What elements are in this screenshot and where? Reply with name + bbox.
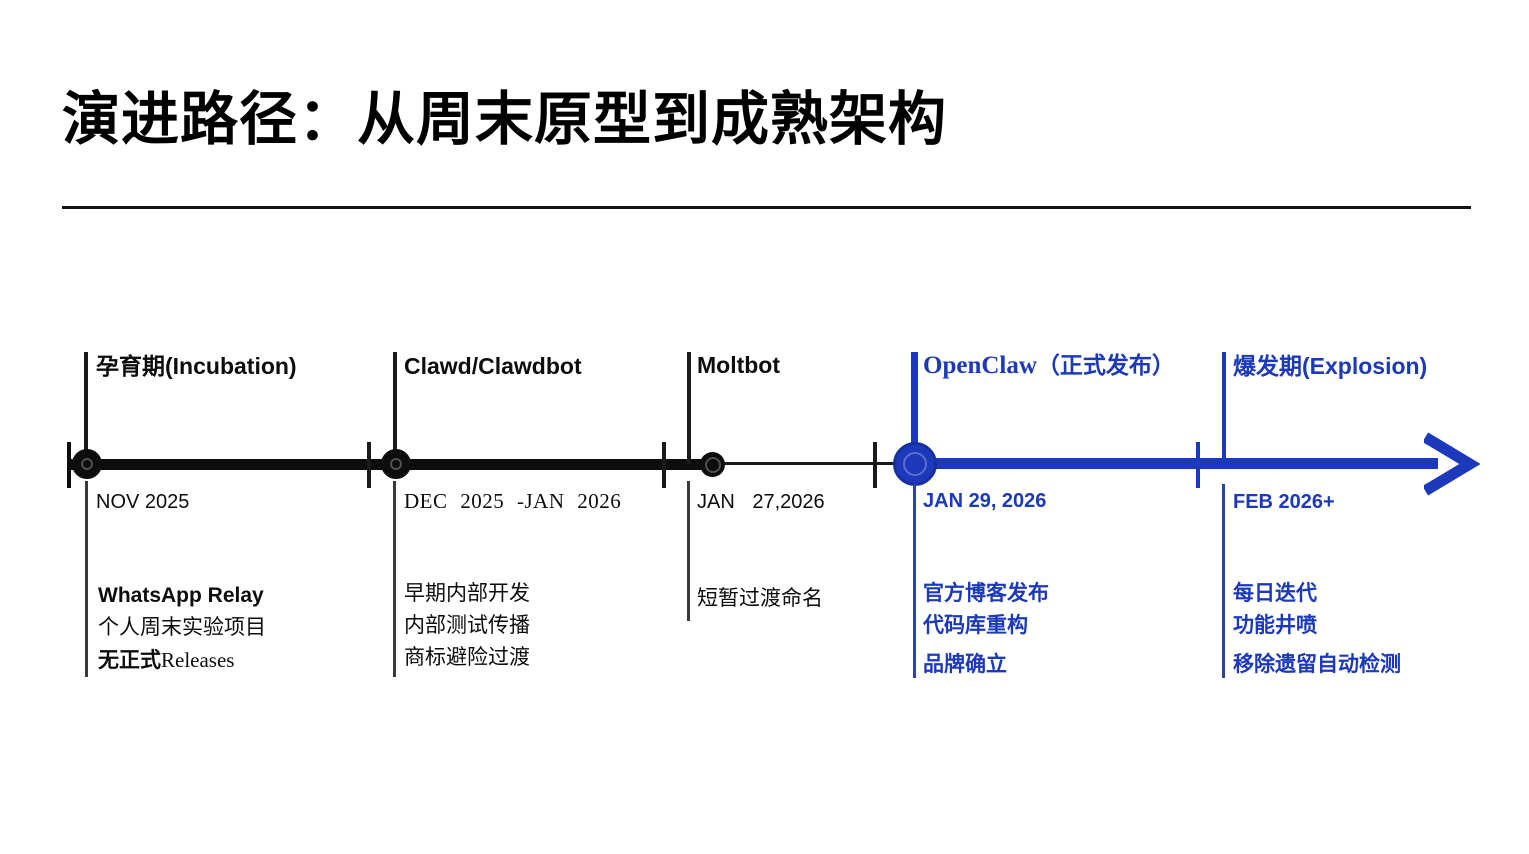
desc-line: 无正式Releases [98, 644, 266, 677]
phase-date-clawd: DEC 2025 -JAN 2026 [404, 489, 622, 513]
phase-date-incubation: NOV 2025 [96, 491, 190, 513]
phase-desc-clawd: 早期内部开发 内部测试传播 商标避险过渡 [404, 578, 530, 674]
desc-line: 商标避险过渡 [404, 646, 530, 669]
axis-tick-4 [1196, 442, 1200, 488]
node-inner-ring [704, 456, 721, 473]
node-marker-clawd[interactable] [381, 449, 411, 479]
connector-up-clawd [393, 352, 397, 462]
desc-line: 代码库重构 [923, 614, 1028, 637]
phase-desc-openclaw: 官方博客发布 代码库重构 品牌确立 [923, 578, 1049, 681]
desc-line: 功能井喷 [1233, 614, 1317, 637]
node-inner-ring [80, 457, 94, 471]
node-marker-openclaw[interactable] [893, 442, 937, 486]
axis-segment-black-thin [712, 462, 900, 465]
axis-start-cap [67, 442, 71, 488]
connector-up-explosion [1222, 352, 1226, 460]
desc-line: 品牌确立 [923, 653, 1007, 676]
page-title: 演进路径：从周末原型到成熟架构 [62, 87, 948, 152]
node-marker-moltbot[interactable] [700, 452, 725, 477]
desc-line: 移除遗留自动检测 [1233, 653, 1401, 676]
connector-down-incubation [85, 481, 88, 677]
desc-line-head: 无正式 [98, 649, 161, 672]
phase-date-moltbot: JAN 27,2026 [697, 491, 825, 513]
phase-title-moltbot: Moltbot [697, 352, 781, 378]
node-inner-ring [902, 451, 928, 477]
phase-title-clawd: Clawd/Clawdbot [404, 353, 582, 379]
desc-line: 个人周末实验项目 [98, 616, 266, 639]
connector-down-openclaw [913, 484, 916, 678]
axis-tick-2 [662, 442, 666, 488]
desc-line: 每日迭代 [1233, 582, 1317, 605]
desc-line: WhatsApp Relay [98, 584, 264, 607]
axis-segment-blue [898, 458, 1438, 469]
axis-tick-1 [367, 442, 371, 488]
phase-title-openclaw-cjk: （正式发布） [1036, 352, 1175, 378]
phase-desc-incubation: WhatsApp Relay 个人周末实验项目 无正式Releases [98, 580, 266, 677]
phase-title-explosion: 爆发期(Explosion) [1233, 353, 1428, 379]
connector-down-explosion [1222, 484, 1225, 678]
node-marker-incubation[interactable] [72, 449, 102, 479]
phase-title-openclaw-lead: OpenClaw [923, 352, 1037, 379]
phase-desc-moltbot: 短暂过渡命名 [697, 583, 823, 615]
axis-tick-3 [873, 442, 877, 488]
node-inner-ring [389, 457, 403, 471]
connector-up-incubation [84, 352, 88, 462]
desc-line-tail: Releases [161, 648, 235, 672]
connector-down-clawd [393, 481, 396, 677]
connector-up-moltbot [687, 352, 691, 464]
title-divider [62, 206, 1471, 209]
desc-line: 早期内部开发 [404, 582, 530, 605]
desc-line: 短暂过渡命名 [697, 587, 823, 610]
phase-title-incubation: 孕育期(Incubation) [96, 353, 297, 379]
connector-down-moltbot [687, 481, 690, 621]
timeline-arrow-icon [1424, 432, 1480, 496]
desc-line: 内部测试传播 [404, 614, 530, 637]
connector-up-openclaw [911, 352, 918, 460]
phase-date-openclaw: JAN 29, 2026 [923, 490, 1047, 512]
phase-title-openclaw: OpenClaw（正式发布） [923, 353, 1175, 378]
phase-date-explosion: FEB 2026+ [1233, 491, 1335, 513]
desc-line: 官方博客发布 [923, 582, 1049, 605]
phase-desc-explosion: 每日迭代 功能井喷 移除遗留自动检测 [1233, 578, 1401, 681]
